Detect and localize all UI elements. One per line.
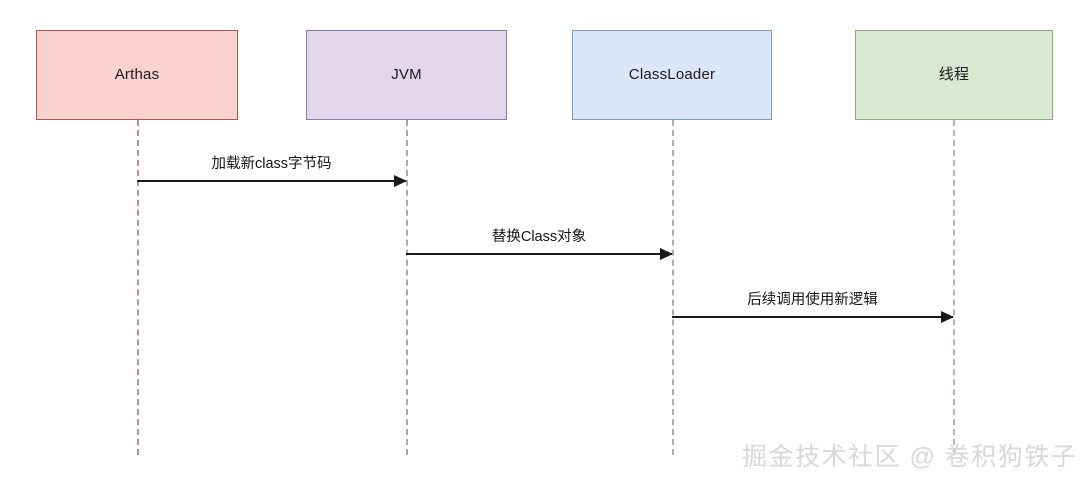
lifeline-jvm (406, 120, 408, 455)
participant-label-jvm: JVM (391, 66, 422, 83)
message-line-1 (137, 180, 406, 182)
watermark-text: 掘金技术社区 @ 卷积狗铁子 (742, 443, 1078, 471)
arrowhead-icon-2 (660, 248, 673, 260)
message-label-3: 后续调用使用新逻辑 (747, 291, 878, 308)
participant-box-classloader: ClassLoader (572, 30, 772, 120)
participant-box-thread: 线程 (855, 30, 1053, 120)
participant-box-arthas: Arthas (36, 30, 238, 120)
participant-box-jvm: JVM (306, 30, 507, 120)
participant-label-arthas: Arthas (114, 66, 160, 83)
message-line-3 (672, 316, 953, 318)
arrowhead-icon-1 (394, 175, 407, 187)
message-label-1: 加载新class字节码 (211, 155, 332, 172)
lifeline-classloader (672, 120, 674, 455)
message-arrow-1: 加载新class字节码 (137, 156, 407, 187)
message-label-2: 替换Class对象 (491, 228, 587, 245)
lifeline-arthas (137, 120, 139, 455)
participant-label-classloader: ClassLoader (628, 66, 716, 83)
message-arrow-2: 替换Class对象 (406, 229, 673, 260)
message-line-2 (406, 253, 672, 255)
participant-label-thread: 线程 (938, 66, 970, 83)
arrowhead-icon-3 (941, 311, 954, 323)
lifeline-thread (953, 120, 955, 455)
message-arrow-3: 后续调用使用新逻辑 (672, 292, 954, 323)
